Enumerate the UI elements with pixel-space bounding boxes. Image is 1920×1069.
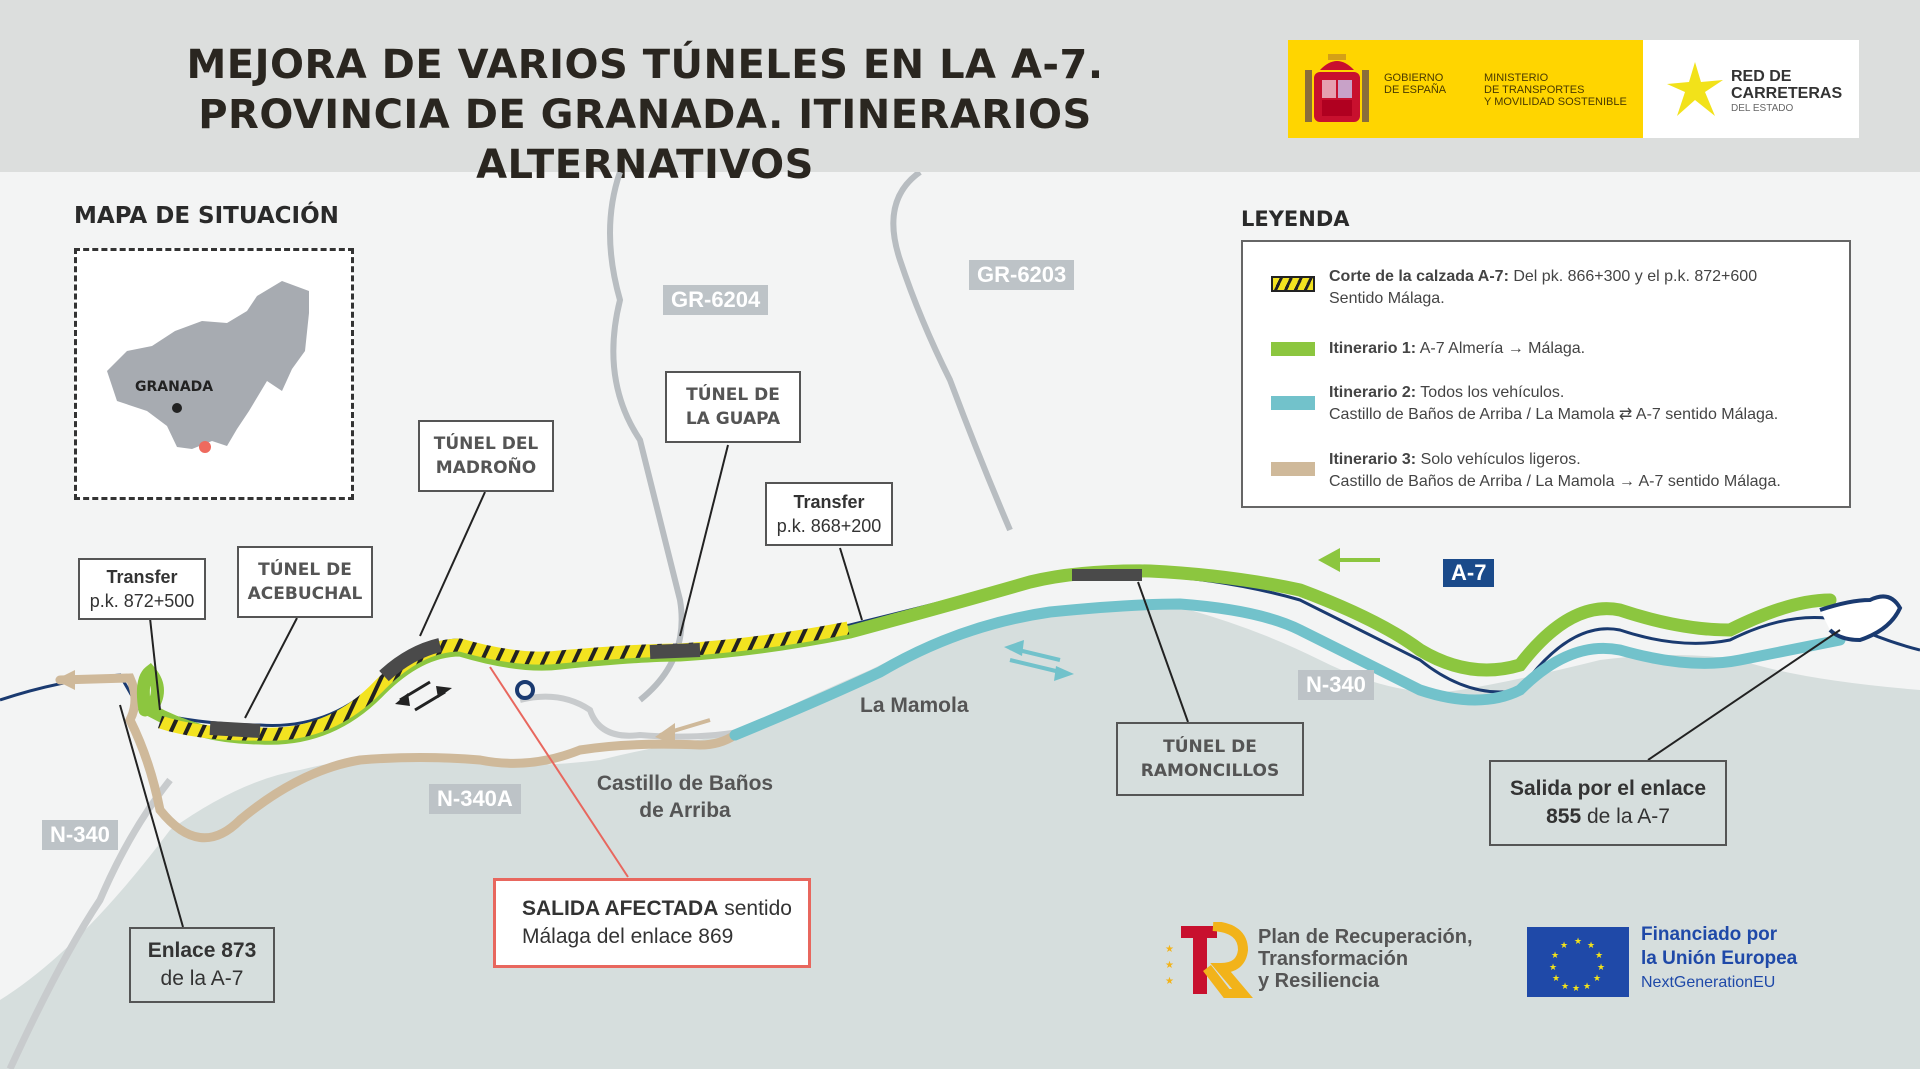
road-tag-gr6204: GR-6204 bbox=[663, 285, 769, 315]
granada-city-dot-icon bbox=[172, 403, 182, 413]
eu-funding-text: Financiado por la Unión Europea NextGene… bbox=[1641, 924, 1798, 991]
ministerio-text: MINISTERIO DE TRANSPORTES Y MOVILIDAD SO… bbox=[1484, 72, 1627, 108]
interchange-855 bbox=[1819, 594, 1903, 643]
red-carreteras-title: RED DE CARRETERAS bbox=[1731, 68, 1843, 102]
star-burst-icon bbox=[1667, 62, 1723, 116]
title-line-1: MEJORA DE VARIOS TÚNELES EN LA A-7. bbox=[186, 42, 1104, 88]
svg-text:★: ★ bbox=[1560, 940, 1568, 950]
tunnel-guapa-segment bbox=[649, 643, 701, 659]
road-tag-n340-east: N-340 bbox=[1298, 670, 1374, 700]
legend-swatch-itinerario-2-icon bbox=[1271, 396, 1315, 410]
callout-tunel-la-guapa: TÚNEL DE LA GUAPA bbox=[665, 371, 801, 443]
svg-text:★: ★ bbox=[1572, 983, 1580, 993]
legend-item-itinerario-2: Itinerario 2: Todos los vehículos. Casti… bbox=[1329, 384, 1779, 423]
map-canvas bbox=[0, 172, 1920, 1069]
callout-salida-855: Salida por el enlace 855 de la A-7 bbox=[1489, 760, 1727, 846]
place-la-mamola: La Mamola bbox=[860, 694, 969, 717]
map-area: GR-6204 GR-6203 A-7 N-340 N-340 N-340A L… bbox=[0, 172, 1920, 1069]
svg-text:★: ★ bbox=[1552, 973, 1560, 983]
legend-box: Corte de la calzada A-7: Del pk. 866+300… bbox=[1241, 240, 1851, 508]
tunnel-acebuchal-segment bbox=[209, 721, 261, 738]
svg-text:★: ★ bbox=[1165, 976, 1174, 987]
svg-text:★: ★ bbox=[1165, 944, 1174, 955]
gobierno-text: GOBIERNO DE ESPAÑA bbox=[1384, 72, 1447, 96]
svg-text:★: ★ bbox=[1574, 936, 1582, 946]
coat-of-arms-icon bbox=[1305, 54, 1369, 122]
salida-afectada-pointer bbox=[489, 666, 629, 878]
tr-logo-icon: ★ ★ ★ bbox=[1165, 921, 1254, 999]
svg-text:★: ★ bbox=[1597, 962, 1605, 972]
legend-item-itinerario-1: Itinerario 1: A-7 Almería → Málaga. bbox=[1329, 340, 1586, 357]
legend-swatch-itinerario-1-icon bbox=[1271, 342, 1315, 356]
callout-tunel-ramoncillos: TÚNEL DE RAMONCILLOS bbox=[1116, 722, 1304, 796]
callout-salida-afectada: SALIDA AFECTADA sentido Málaga del enlac… bbox=[493, 878, 811, 968]
callout-enlace-873: Enlace 873 de la A-7 bbox=[129, 927, 275, 1003]
callout-transfer-east: Transfer p.k. 868+200 bbox=[765, 482, 893, 546]
svg-text:★: ★ bbox=[1561, 981, 1569, 991]
road-tag-n340-west: N-340 bbox=[42, 820, 118, 850]
sea-area bbox=[0, 604, 1920, 1069]
svg-text:★: ★ bbox=[1593, 973, 1601, 983]
svg-text:★: ★ bbox=[1587, 940, 1595, 950]
plan-recuperacion-text: Plan de Recuperación, Transformación y R… bbox=[1258, 926, 1473, 992]
interchange-869 bbox=[515, 680, 535, 700]
callout-transfer-west: Transfer p.k. 872+500 bbox=[78, 558, 206, 620]
svg-text:★: ★ bbox=[1165, 960, 1174, 971]
eu-flag-icon: ★★★ ★★★ ★★★ ★★★ bbox=[1527, 927, 1629, 997]
svg-text:★: ★ bbox=[1595, 950, 1603, 960]
place-castillo-banos-arriba: Castillo de Baños de Arriba bbox=[596, 772, 774, 822]
situation-map-box: GRANADA bbox=[74, 248, 354, 500]
location-marker-icon bbox=[199, 441, 211, 453]
road-local bbox=[519, 693, 751, 740]
itinerario-2-route bbox=[729, 598, 1846, 741]
svg-text:★: ★ bbox=[1549, 962, 1557, 972]
road-tag-a7: A-7 bbox=[1443, 559, 1495, 587]
situation-map-title: MAPA DE SITUACIÓN bbox=[74, 203, 339, 229]
legend-item-itinerario-3: Itinerario 3: Solo vehículos ligeros. Ca… bbox=[1329, 451, 1781, 490]
granada-city-label: GRANADA bbox=[135, 379, 213, 395]
title-line-2: PROVINCIA DE GRANADA. ITINERARIOS ALTERN… bbox=[198, 92, 1092, 188]
tunnel-madrono-segment bbox=[379, 638, 442, 682]
legend-title: LEYENDA bbox=[1241, 207, 1350, 231]
plan-recuperacion-logo: ★ ★ ★ Plan de Recuperación, Transformaci… bbox=[1163, 921, 1473, 1003]
red-carreteras-logo: RED DE CARRETERAS DEL ESTADO bbox=[1643, 40, 1859, 138]
svg-text:★: ★ bbox=[1551, 950, 1559, 960]
road-gr6203 bbox=[890, 172, 1013, 532]
legend-swatch-itinerario-3-icon bbox=[1271, 462, 1315, 476]
road-tag-gr6203: GR-6203 bbox=[969, 260, 1075, 290]
itinerario-3-arrow-icon bbox=[55, 670, 75, 690]
legend-item-corte: Corte de la calzada A-7: Del pk. 866+300… bbox=[1329, 268, 1758, 307]
gobierno-ministerio-logo: GOBIERNO DE ESPAÑA MINISTERIO DE TRANSPO… bbox=[1288, 40, 1643, 138]
itinerario-3-route bbox=[55, 673, 740, 843]
page-title: MEJORA DE VARIOS TÚNELES EN LA A-7. PROV… bbox=[40, 40, 1250, 190]
granada-province-shape: GRANADA bbox=[107, 281, 309, 453]
callout-pointers bbox=[119, 444, 1841, 928]
header-banner: MEJORA DE VARIOS TÚNELES EN LA A-7. PROV… bbox=[0, 0, 1920, 188]
red-carreteras-subtitle: DEL ESTADO bbox=[1731, 103, 1794, 114]
svg-text:★: ★ bbox=[1583, 981, 1591, 991]
road-gr6204 bbox=[607, 172, 685, 703]
legend-swatch-cut-icon bbox=[1271, 276, 1315, 292]
road-n340-west bbox=[6, 777, 173, 1069]
road-tag-n340a: N-340A bbox=[429, 784, 521, 814]
callout-tunel-acebuchal: TÚNEL DE ACEBUCHAL bbox=[237, 546, 373, 618]
callout-tunel-madrono: TÚNEL DEL MADROÑO bbox=[418, 420, 554, 492]
